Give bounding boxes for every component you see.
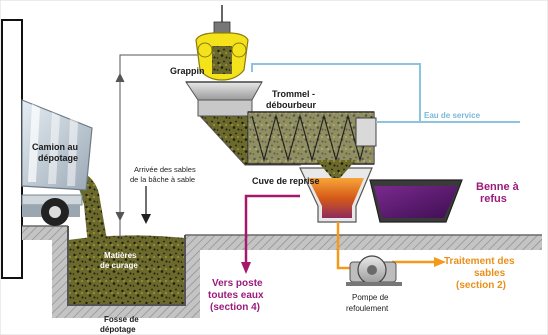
- label-pompe: Pompe de refoulement: [346, 293, 391, 313]
- overflow-line: [244, 194, 300, 268]
- recovery-tank: [299, 160, 373, 223]
- refuse-bin: [369, 179, 463, 223]
- sand-arrival-arrow: [141, 186, 151, 224]
- label-matieres: Matières de curage: [100, 251, 139, 270]
- label-trommel: Trommel - débourbeur: [266, 89, 318, 110]
- dumping-pit-sediment: [68, 235, 185, 305]
- grapple-path: [115, 54, 200, 240]
- dump-truck: [21, 99, 93, 226]
- dumping-pit-wall: [67, 226, 186, 306]
- label-traitement: Traitement des sables (section 2): [444, 256, 517, 291]
- label-arrivee: Arrivée des sables de la bâche à sable: [130, 165, 198, 184]
- label-benne: Benne à refus: [476, 181, 522, 205]
- label-eau-service: Eau de service: [424, 111, 481, 120]
- discharge-pump: [346, 255, 402, 286]
- trommel: [247, 111, 377, 165]
- overflow-arrow: [241, 262, 251, 274]
- service-water-line: [251, 63, 421, 123]
- ground: [22, 225, 542, 318]
- pump-discharge-arrow: [434, 257, 446, 267]
- label-fosse: Fosse de dépotage: [100, 315, 141, 334]
- sand-pump-line: [336, 222, 352, 270]
- label-vers-poste: Vers poste toutes eaux (section 4): [208, 278, 266, 313]
- hopper: [185, 81, 263, 117]
- grapple: [195, 5, 249, 81]
- label-grappin: Grappin: [170, 66, 205, 76]
- label-camion: Camion au dépotage: [32, 142, 81, 163]
- label-cuve: Cuve de reprise: [252, 176, 320, 186]
